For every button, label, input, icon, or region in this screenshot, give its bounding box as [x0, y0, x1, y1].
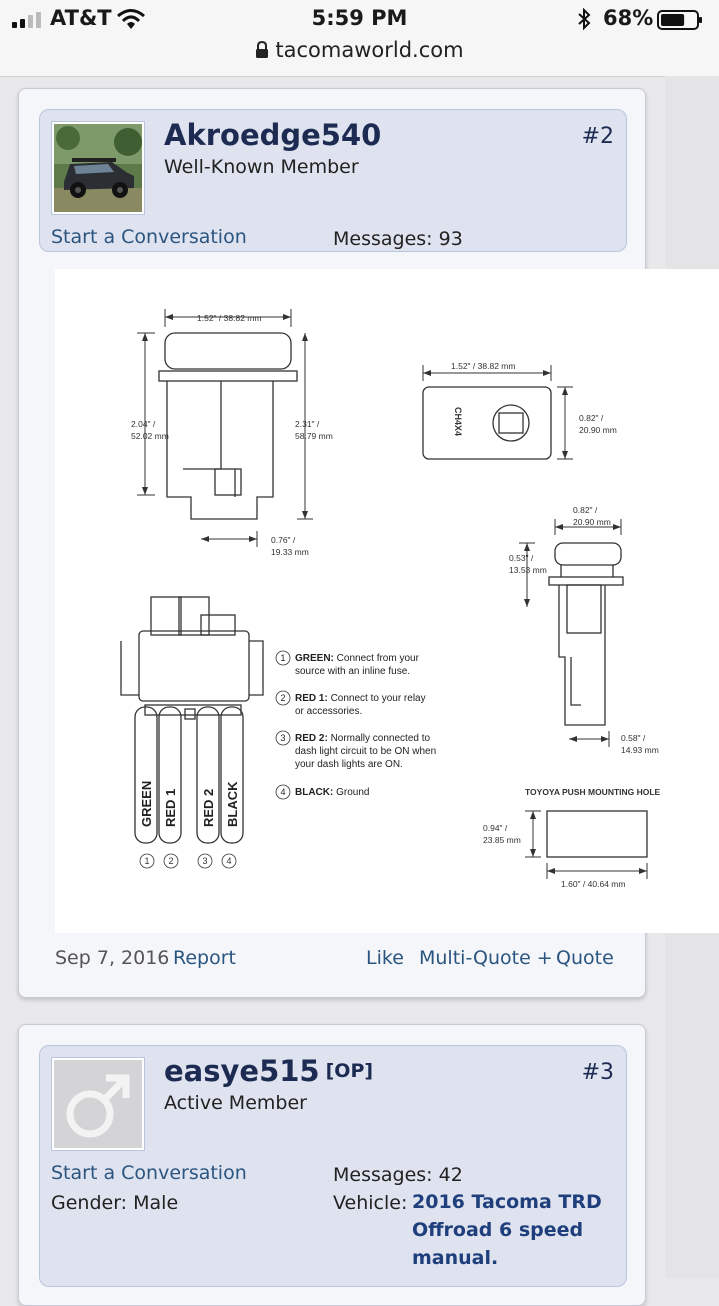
username-link[interactable]: easye515[OP]: [164, 1054, 373, 1088]
legend-line: RED 1: Connect to your relay: [295, 693, 426, 704]
op-tag: [OP]: [325, 1060, 374, 1082]
dim-right-height-2: 58.79 mm: [295, 431, 333, 441]
avatar[interactable]: [52, 122, 144, 214]
dim-hole-height-1: 0.94" /: [483, 823, 508, 833]
wire-num-1: 1: [144, 856, 149, 866]
gender-label: Gender:: [51, 1192, 128, 1214]
user-info-panel: Akroedge540 Well-Known Member #2 Start a…: [39, 109, 627, 252]
wire-num-4: 4: [226, 856, 231, 866]
quote-link[interactable]: Quote: [556, 947, 614, 969]
dim-side-bottom-1: 0.58" /: [621, 733, 646, 743]
face-label: CH4X4: [453, 407, 463, 436]
dim-top-width: 1.52" / 38.82 mm: [197, 313, 261, 323]
browser-top-bar: AT&T 5:59 PM 68% tacomaworld.com: [0, 0, 719, 77]
avatar[interactable]: [52, 1058, 144, 1150]
post-number-link[interactable]: #3: [581, 1060, 614, 1085]
signal-strength-icon: [12, 12, 41, 28]
legend-number-circle: [275, 730, 291, 746]
messages-count: 42: [438, 1164, 463, 1186]
truck-photo-avatar: [54, 124, 142, 212]
messages-label: Messages:: [333, 1164, 433, 1186]
dim-side-top-1: 0.82" /: [573, 505, 598, 515]
legend-line: your dash lights are ON.: [295, 759, 403, 770]
site-domain: tacomaworld.com: [275, 38, 464, 62]
legend-number: 3: [280, 733, 285, 743]
wire-label-black: BLACK: [225, 781, 240, 827]
gender-stat: Gender: Male: [51, 1192, 178, 1214]
post-footer: Sep 7, 2016 Report Like Multi-Quote + Qu…: [55, 947, 614, 977]
legend-line: RED 2: Normally connected to: [295, 733, 430, 744]
legend-line: or accessories.: [295, 706, 362, 717]
vehicle-value: 2016 Tacoma TRD Offroad 6 speed manual.: [412, 1191, 602, 1269]
legend-line: dash light circuit to be ON when: [295, 746, 436, 757]
dim-hole-width: 1.60" / 40.64 mm: [561, 879, 625, 889]
wire-label-red1: RED 1: [163, 789, 178, 827]
messages-count: 93: [438, 228, 463, 250]
start-conversation-link[interactable]: Start a Conversation: [51, 1162, 247, 1184]
post-date[interactable]: Sep 7, 2016: [55, 947, 170, 969]
dim-face-width: 1.52" / 38.82 mm: [451, 361, 515, 371]
messages-stat: Messages: 42: [333, 1164, 463, 1186]
attached-wiring-diagram[interactable]: 1.52" / 38.82 mm 2.04" / 52.02 mm 2.31" …: [55, 269, 719, 933]
status-time: 5:59 PM: [311, 6, 408, 30]
carrier-name: AT&T: [50, 6, 112, 30]
wire-num-3: 3: [202, 856, 207, 866]
male-symbol-icon: [54, 1060, 142, 1148]
legend-number-circle: [275, 690, 291, 706]
wire-label-green: GREEN: [139, 781, 154, 827]
legend-line: GREEN: Connect from your: [295, 653, 420, 664]
wire-label-red2: RED 2: [201, 789, 216, 827]
address-bar[interactable]: tacomaworld.com: [0, 38, 719, 70]
gender-value: Male: [133, 1192, 179, 1214]
dim-face-height-1: 0.82" /: [579, 413, 604, 423]
switch-dimension-diagram: 1.52" / 38.82 mm 2.04" / 52.02 mm 2.31" …: [120, 309, 661, 889]
user-info-panel: easye515[OP] Active Member #3 Start a Co…: [39, 1045, 627, 1287]
report-link[interactable]: Report: [173, 947, 236, 969]
wire-num-2: 2: [168, 856, 173, 866]
messages-stat: Messages: 93: [333, 228, 463, 250]
dim-side-bottom-2: 14.93 mm: [621, 745, 659, 755]
legend-number-circle: [275, 784, 291, 800]
dim-left-height-2: 52.02 mm: [131, 431, 169, 441]
legend-number-circle: [275, 650, 291, 666]
mounting-hole-title: TOYOYA PUSH MOUNTING HOLE: [525, 787, 661, 797]
dim-side-left-2: 13.53 mm: [509, 565, 547, 575]
post-card: Akroedge540 Well-Known Member #2 Start a…: [18, 88, 719, 998]
dim-bottom-1: 0.76" /: [271, 535, 296, 545]
post-card: easye515[OP] Active Member #3 Start a Co…: [18, 1024, 646, 1306]
username-link[interactable]: Akroedge540: [164, 118, 382, 152]
dim-bottom-2: 19.33 mm: [271, 547, 309, 557]
legend-number: 1: [280, 653, 285, 663]
messages-label: Messages:: [333, 228, 433, 250]
username-text[interactable]: easye515: [164, 1054, 320, 1088]
legend-line: BLACK: Ground: [295, 787, 369, 798]
bluetooth-icon: [578, 8, 591, 30]
multi-quote-link[interactable]: Multi-Quote +: [419, 947, 553, 969]
lock-icon: [256, 41, 269, 58]
dim-right-height-1: 2.31" /: [295, 419, 320, 429]
battery-percent: 68%: [603, 6, 654, 30]
battery-icon: [657, 10, 702, 30]
user-title: Active Member: [164, 1092, 307, 1114]
dim-hole-height-2: 23.85 mm: [483, 835, 521, 845]
dim-left-height-1: 2.04" /: [131, 419, 156, 429]
vehicle-label: Vehicle:: [333, 1192, 408, 1214]
legend-number: 4: [280, 787, 285, 797]
wifi-icon: [117, 9, 145, 29]
dim-face-height-2: 20.90 mm: [579, 425, 617, 435]
status-bar: AT&T 5:59 PM 68%: [0, 0, 719, 40]
legend-number: 2: [280, 693, 285, 703]
post-number-link[interactable]: #2: [581, 124, 614, 149]
dim-side-left-1: 0.53" /: [509, 553, 534, 563]
start-conversation-link[interactable]: Start a Conversation: [51, 226, 247, 248]
user-title: Well-Known Member: [164, 156, 359, 178]
dim-side-top-2: 20.90 mm: [573, 517, 611, 527]
legend-line: source with an inline fuse.: [295, 666, 410, 677]
like-link[interactable]: Like: [366, 947, 404, 969]
